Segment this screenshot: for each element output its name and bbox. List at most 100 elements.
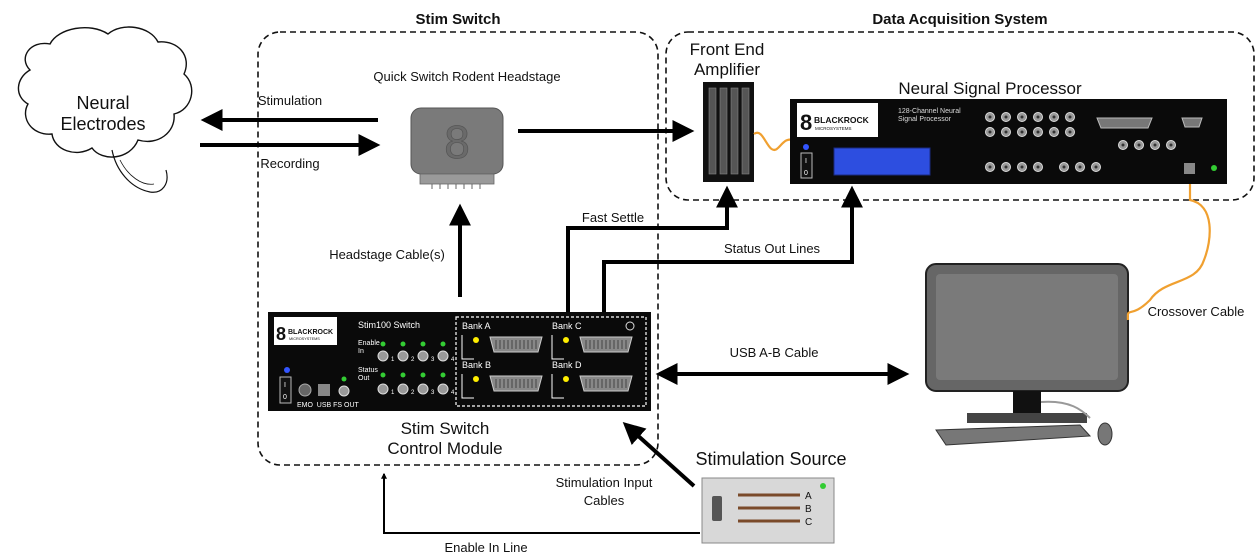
nsp-logo-plate: [797, 103, 878, 137]
stim100-switch-off: 0: [283, 394, 287, 401]
bank-bracket: [551, 374, 564, 399]
stim-switch-group-box: [257, 31, 659, 466]
bank-bracket: [461, 335, 474, 360]
nsp-bnc-pin: [1169, 143, 1173, 147]
control-module-label-2: Control Module: [387, 439, 502, 458]
headstage-cable-label: Headstage Cable(s): [329, 247, 445, 262]
stim100-port-number: 1: [391, 357, 395, 363]
stim100-model: Stim100 Switch: [358, 320, 420, 330]
stim100-port-led: [400, 341, 406, 347]
front-end-amplifier-device: [703, 82, 754, 182]
nsp-bnc-pin: [1068, 130, 1072, 134]
nsp-bnc-pin: [1052, 130, 1056, 134]
svg-text:8: 8: [800, 110, 812, 135]
bank-led: [563, 376, 569, 382]
stim100-bnc-port: [437, 350, 449, 362]
stim100-brand: BLACKROCK: [288, 329, 333, 336]
nsp-bnc-pin: [1036, 115, 1040, 119]
stim100-port-led: [420, 341, 426, 347]
front-end-label-2: Amplifier: [694, 60, 760, 79]
nsp-bnc-pin: [1137, 143, 1141, 147]
fs-out-port: [338, 385, 350, 397]
nsp-bnc-pin: [1068, 115, 1072, 119]
stim100-bnc-port: [437, 383, 449, 395]
nsp-db-connector-2: [1181, 117, 1203, 128]
nsp-bnc-pin: [1004, 130, 1008, 134]
enable-in-line: [381, 472, 700, 534]
nsp-bnc-pin: [1078, 165, 1082, 169]
nsp-bnc-pin: [1020, 165, 1024, 169]
status-out-label: Status Out Lines: [724, 241, 821, 256]
crossover-cable: [1126, 184, 1211, 321]
bank-c-label: Bank C: [552, 321, 582, 331]
stim100-device: 8 BLACKROCK MICROSYSTEMS Stim100 Switch …: [268, 312, 651, 411]
stim100-port-number: 3: [431, 357, 435, 363]
nsp-bnc-pin: [1036, 130, 1040, 134]
nsp-bnc-pin: [1052, 115, 1056, 119]
stim100-brand-sub: MICROSYSTEMS: [289, 337, 320, 341]
bank-led: [473, 376, 479, 382]
stim100-bnc-port: [377, 350, 389, 362]
nsp-db-connector-1: [1096, 117, 1153, 129]
stim-switch-group-title: Stim Switch: [415, 11, 500, 28]
control-module-label-1: Stim Switch: [401, 419, 490, 438]
stim-source-ch-c: C: [805, 517, 812, 528]
nsp-bnc-pin: [1020, 130, 1024, 134]
nsp-connector-grid: [985, 112, 1176, 172]
enable-in-label: Enable In Line: [444, 540, 527, 555]
stim100-port-number: 4: [451, 357, 455, 363]
headstage-label: Quick Switch Rodent Headstage: [373, 69, 560, 84]
stim100-logo-plate: [274, 317, 337, 345]
stim100-port-number: 2: [411, 390, 415, 396]
front-end-label-1: Front End: [690, 40, 765, 59]
stim100-port-led: [380, 341, 386, 347]
usb-led: [341, 376, 347, 382]
stim-input-label-1: Stimulation Input: [556, 475, 653, 490]
stim100-enable-in-1: Enable: [358, 340, 380, 347]
stim-input-arrow: [622, 422, 696, 488]
nsp-switch-off: 0: [804, 170, 808, 177]
stim100-port-number: 4: [451, 390, 455, 396]
bank-led: [563, 337, 569, 343]
stim100-port-led: [400, 372, 406, 378]
nsp-bnc-pin: [1121, 143, 1125, 147]
stim100-port-led: [380, 372, 386, 378]
fs-out-label: FS OUT: [333, 402, 359, 409]
bank-b-label: Bank B: [462, 360, 491, 370]
nsp-bnc-pin: [1036, 165, 1040, 169]
stim-source-device: A B C: [701, 477, 835, 544]
emo-button: [298, 383, 312, 397]
nsp-bnc-pin: [1094, 165, 1098, 169]
nsp-desc-1: 128-Channel Neural: [898, 108, 961, 115]
stim100-port-led: [440, 341, 446, 347]
nsp-bnc-pin: [988, 165, 992, 169]
crossover-cable-label: Crossover Cable: [1148, 304, 1245, 319]
fast-settle-line: [566, 185, 738, 312]
nsp-status-led: [1211, 165, 1217, 171]
neural-electrodes-label-2: Electrodes: [60, 114, 145, 134]
stim100-port-number: 1: [391, 390, 395, 396]
stim100-bnc-port: [377, 383, 389, 395]
stim100-bnc-port: [417, 383, 429, 395]
nsp-bnc-pin: [988, 115, 992, 119]
daq-group-box: [665, 31, 1255, 201]
bank-section: [455, 316, 647, 407]
usb-cable-label: USB A-B Cable: [730, 345, 819, 360]
nsp-bnc-pin: [1020, 115, 1024, 119]
bank-bracket: [461, 374, 474, 399]
stimulation-label: Stimulation: [258, 93, 322, 108]
amp-to-nsp-cable: [753, 131, 796, 152]
stim-source-ch-b: B: [805, 504, 812, 515]
nsp-bnc-pin: [1153, 143, 1157, 147]
stim100-switch-on: I: [284, 382, 286, 389]
nsp-power-led: [803, 144, 809, 150]
nsp-ethernet-port: [1184, 163, 1195, 174]
nsp-lcd: [833, 147, 931, 176]
stim100-status-out-2: Out: [358, 375, 369, 382]
stim100-port-number: 3: [431, 390, 435, 396]
brain-icon: [17, 26, 193, 193]
stim100-bnc-port: [397, 350, 409, 362]
stim-source-label: Stimulation Source: [695, 449, 846, 469]
bank-d-label: Bank D: [552, 360, 582, 370]
